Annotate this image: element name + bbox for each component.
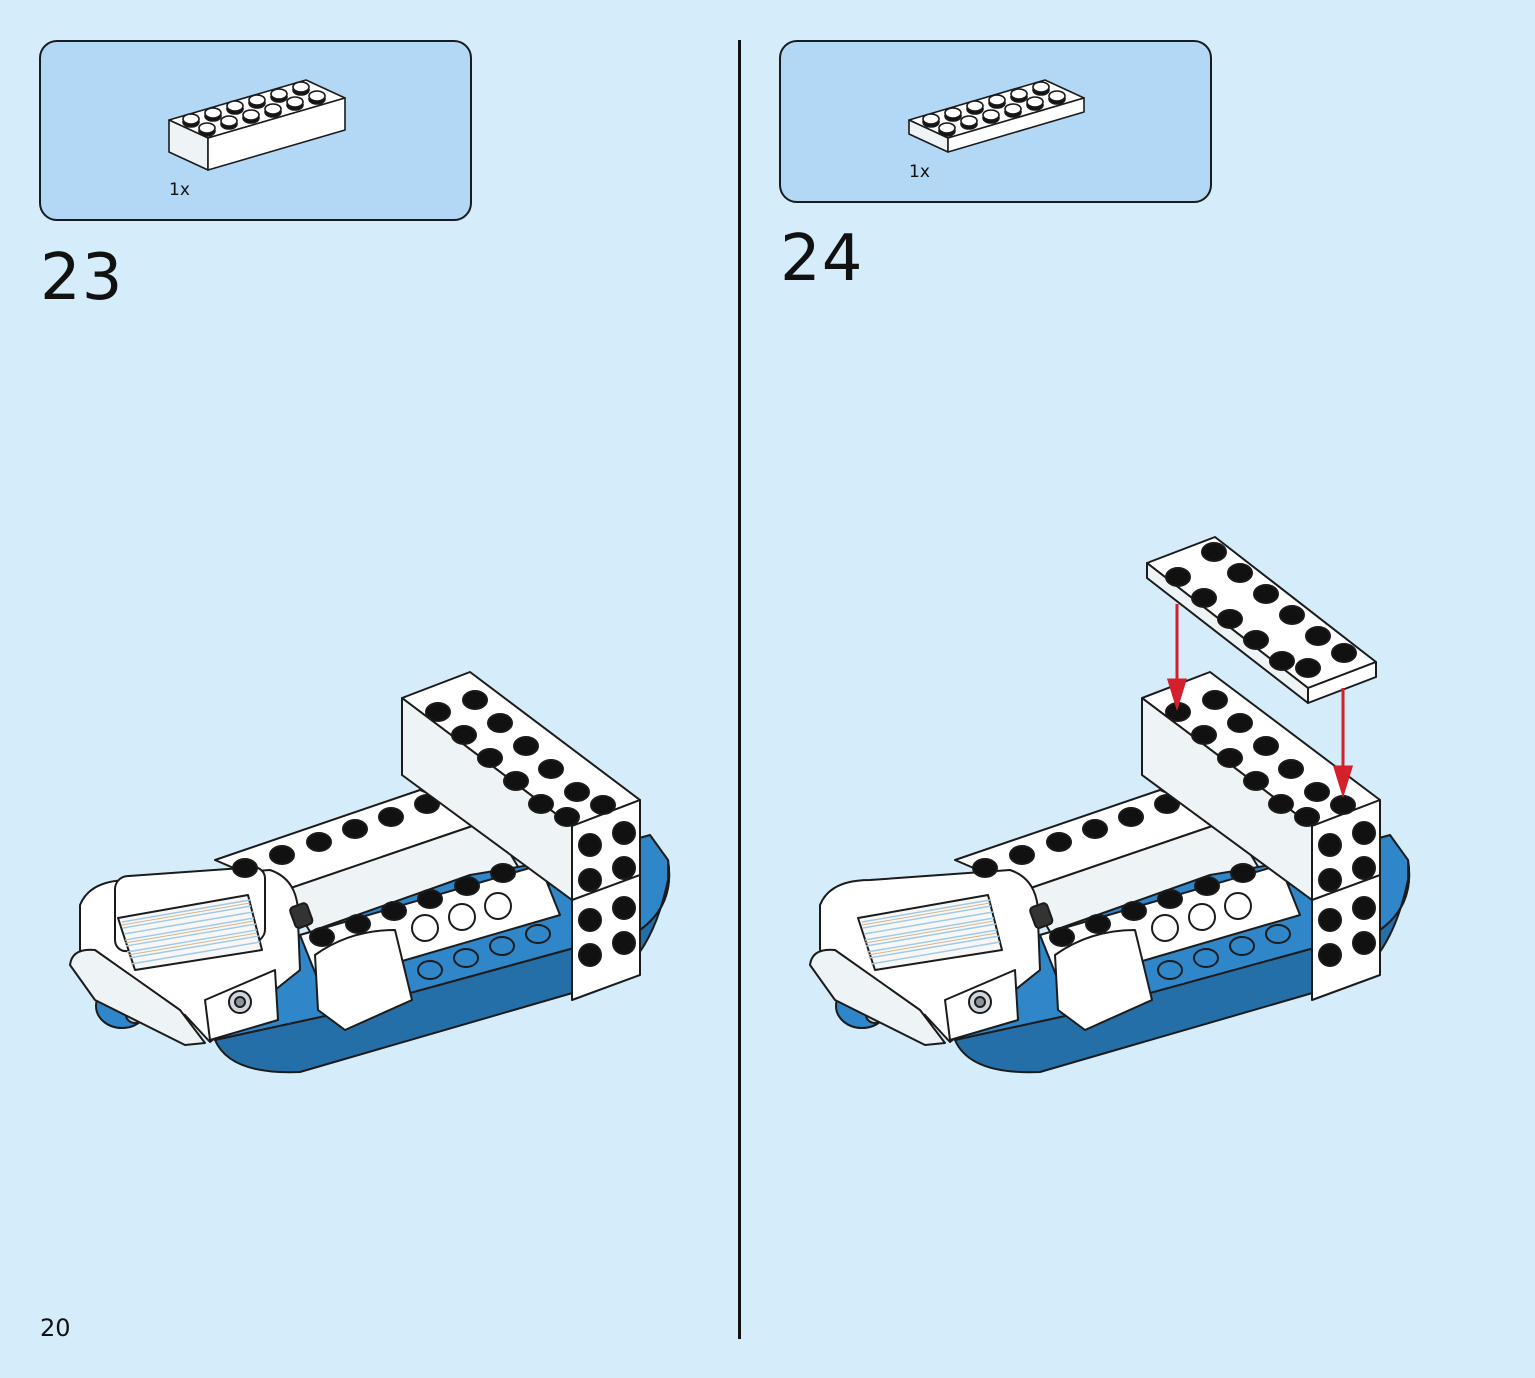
step-divider (738, 40, 741, 1339)
step-23-panel: 1x 23 (0, 0, 739, 1378)
white-plate-2x6-icon (908, 79, 1085, 153)
step-number: 23 (40, 241, 124, 315)
step-24-panel: 1x 24 (741, 0, 1535, 1378)
placement-arrows (1166, 604, 1354, 799)
parts-callout-box: 1x (39, 40, 472, 221)
build-model-illustration (69, 671, 671, 1074)
parts-callout-box: 1x (779, 40, 1212, 203)
page-number: 20 (40, 1314, 71, 1342)
part-quantity: 1x (169, 180, 190, 200)
build-model-illustration (809, 536, 1411, 1074)
white-brick-2x6-icon (168, 79, 346, 171)
step-number: 24 (780, 222, 864, 296)
part-quantity: 1x (909, 162, 930, 182)
